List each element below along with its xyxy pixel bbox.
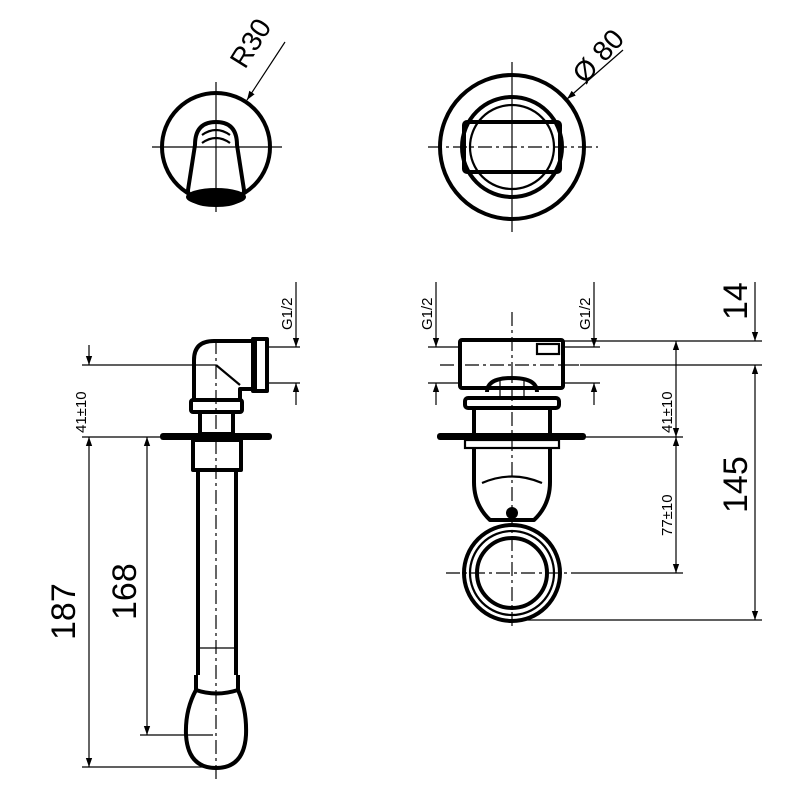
side-spout-length-label: 168 [106,563,144,620]
diameter-label: Ø 80 [566,23,630,89]
front-view-mixer: G1/2 G1/2 14 145 41±10 77±10 [419,282,762,630]
diameter-leader [566,49,624,100]
front-top-offset-label: 14 [717,282,755,320]
front-overall-height-label: 145 [717,456,755,513]
side-wall-offset-label: 41±10 [73,391,90,433]
radius-leader [246,41,286,101]
front-thread-right-label: G1/2 [577,297,594,330]
front-wall-offset-label: 41±10 [659,391,676,433]
side-overall-height-label: 187 [45,583,83,640]
front-thread-left-label: G1/2 [419,297,436,330]
side-thread-label: G1/2 [279,297,296,330]
top-view-spout: R30 [152,13,286,212]
front-handle-offset-label: 77±10 [659,494,676,536]
front-escutcheon-plate [437,433,586,440]
top-view-handle: Ø 80 [428,23,630,232]
elbow [192,339,257,402]
side-view-spout: G1/2 41±10 187 168 [45,282,300,780]
escutcheon-plate [160,433,272,440]
radius-label: R30 [224,13,278,73]
